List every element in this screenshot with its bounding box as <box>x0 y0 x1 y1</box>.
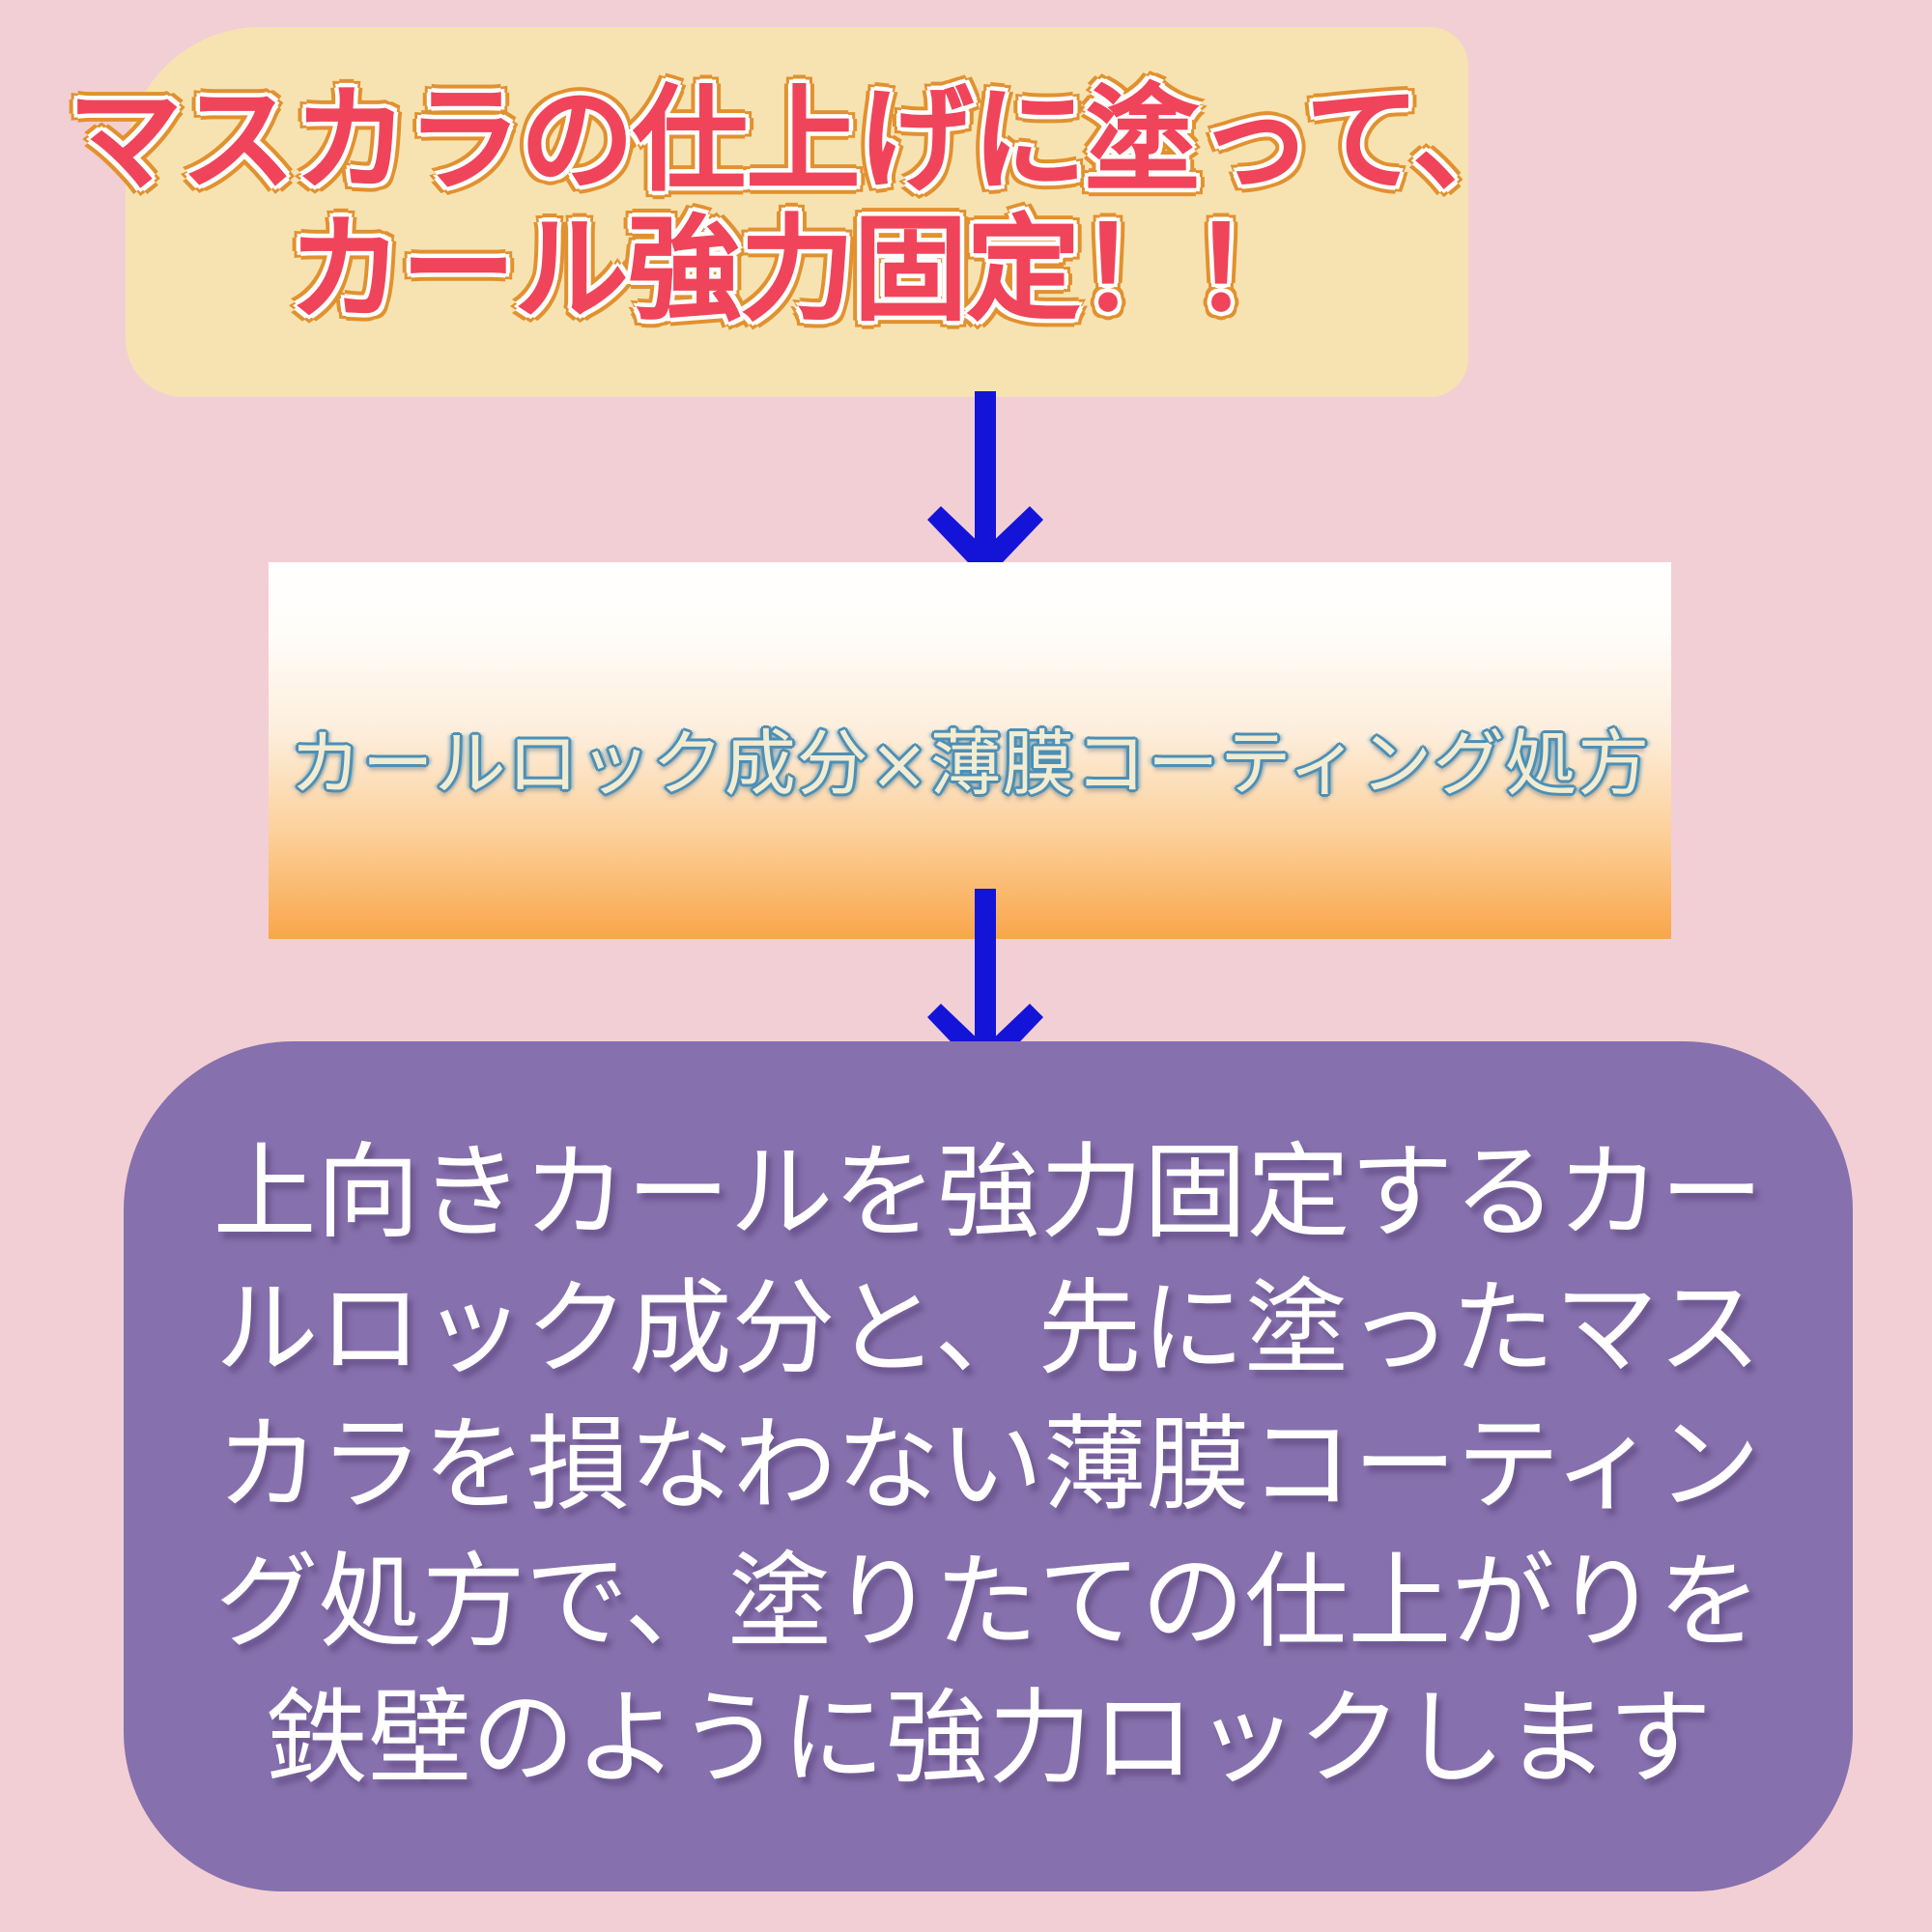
description-line: 上向きカールを強力固定するカー <box>213 1132 1764 1253</box>
title-line-2: カール強力固定！！ <box>288 202 1307 336</box>
title-banner: マスカラの仕上げに塗って、 カール強力固定！！ <box>68 27 1527 397</box>
description-panel: 上向きカールを強力固定するカー ルロック成分と、先に塗ったマス カラを損なわない… <box>124 1041 1853 1891</box>
description-line: カラを損なわない薄膜コーティン <box>215 1406 1761 1526</box>
description-line: 鉄壁のように強力ロックします <box>264 1678 1712 1799</box>
mid-banner-text: カールロック成分×薄膜コーティング処方 <box>289 723 1651 806</box>
description-line: ルロック成分と、先に塗ったマス <box>214 1269 1762 1390</box>
down-arrow-icon-bottom <box>927 889 1043 1078</box>
down-arrow-icon-top <box>927 391 1043 581</box>
description-line: グ処方で、塗りたての仕上がりを <box>214 1542 1762 1662</box>
mid-gradient-banner: カールロック成分×薄膜コーティング処方 <box>269 562 1671 939</box>
title-line-1: マスカラの仕上げに塗って、 <box>68 73 1527 208</box>
